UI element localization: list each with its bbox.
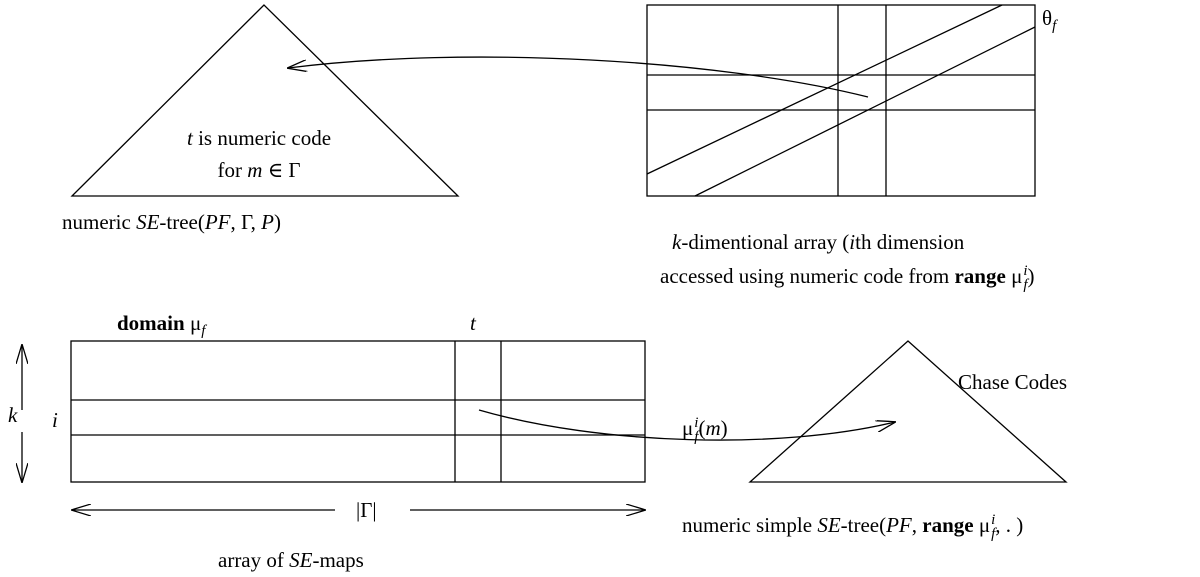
se-maps-array — [70, 340, 646, 483]
theta-label: θf — [1042, 6, 1056, 34]
array-caption-line-1: k-dimentional array (ith dimension — [672, 232, 964, 253]
mu-subscript: f — [1023, 277, 1028, 293]
maps-caption-se: SE — [289, 548, 313, 572]
caption-pf: PF — [886, 512, 912, 537]
mu-subscript: f — [991, 526, 996, 542]
simple-se-tree-triangle — [748, 340, 1068, 483]
theta-symbol: θ — [1042, 6, 1053, 30]
range-keyword: range — [954, 263, 1006, 288]
domain-label: domain μf — [117, 311, 205, 339]
mu-superscript: i — [991, 512, 996, 528]
tree-top-caption: numeric SE-tree(PF, Γ, P) — [62, 212, 281, 233]
gamma-text: |Γ| — [356, 498, 377, 522]
m-var: m — [705, 415, 721, 440]
theta-diagonal-1 — [646, 4, 1003, 175]
maps-to-tree-arrow — [478, 409, 895, 441]
k-label: k — [8, 405, 17, 426]
caption-part: ) — [273, 210, 281, 234]
mu-superscript: i — [1023, 263, 1028, 279]
mu-symbol: μ — [973, 512, 991, 537]
array-caption-text: -dimentional array ( — [681, 230, 850, 254]
numeric-se-tree-triangle — [70, 4, 460, 197]
k-var: k — [672, 230, 682, 254]
array-caption-line-2: accessed using numeric code from range μ… — [660, 263, 1035, 293]
mu-subscript: f — [201, 323, 206, 340]
chase-codes-label: Chase Codes — [958, 372, 1067, 393]
caption-se: SE — [136, 210, 160, 234]
array-to-tree-arrow — [288, 56, 869, 98]
caption-part: numeric — [62, 210, 137, 234]
i-var: i — [52, 408, 58, 432]
caption-pf: PF — [204, 210, 231, 234]
caption-se: SE — [817, 512, 841, 537]
caption-part: , Γ, — [230, 210, 262, 234]
gamma-label: |Γ| — [356, 500, 377, 521]
maps-caption: array of SE-maps — [218, 550, 364, 571]
maps-caption-text: array of — [218, 548, 290, 572]
caption-part: , — [911, 512, 923, 537]
domain-keyword: domain — [117, 311, 185, 335]
array-caption-text: th dimension — [855, 230, 965, 254]
i-label: i — [52, 410, 58, 431]
array-caption-text: ) — [1027, 263, 1035, 288]
caption-part: -tree( — [840, 512, 887, 537]
maps-caption-text: -maps — [312, 548, 364, 572]
tree-inner-line-1: t is numeric code — [187, 128, 331, 149]
caption-p: P — [261, 210, 274, 234]
mu-symbol: μ — [1005, 263, 1023, 288]
array-caption-text: accessed using numeric code from — [660, 263, 955, 288]
tree-inner-text-2: ∈ Γ — [262, 158, 301, 182]
mu-symbol: μ — [184, 311, 202, 335]
range-keyword: range — [922, 512, 974, 537]
mu-subscript: f — [694, 429, 699, 445]
theta-diagonal-2 — [694, 26, 1036, 197]
t-var: t — [186, 126, 193, 150]
caption-part: -tree( — [159, 210, 205, 234]
array-border — [646, 4, 1036, 197]
mu-superscript: i — [694, 415, 699, 431]
i-var: i — [849, 230, 856, 254]
paren-close: ) — [720, 415, 728, 440]
mu-symbol: μ — [682, 415, 694, 440]
theta-subscript: f — [1052, 18, 1057, 35]
tree-inner-line-2: for m ∈ Γ — [217, 160, 300, 181]
tree-inner-for: for — [217, 158, 248, 182]
caption-part: , . ) — [995, 512, 1024, 537]
k-var: k — [8, 403, 18, 427]
k-dimensional-array — [646, 4, 1036, 197]
caption-part: numeric simple — [682, 512, 818, 537]
m-var: m — [247, 158, 263, 182]
tree-inner-text-1: is numeric code — [192, 126, 332, 150]
paren-open: ( — [698, 415, 706, 440]
t-label: t — [470, 313, 476, 334]
chase-codes-text: Chase Codes — [958, 370, 1068, 394]
maps-array-border — [70, 340, 646, 483]
t-var: t — [470, 311, 476, 335]
